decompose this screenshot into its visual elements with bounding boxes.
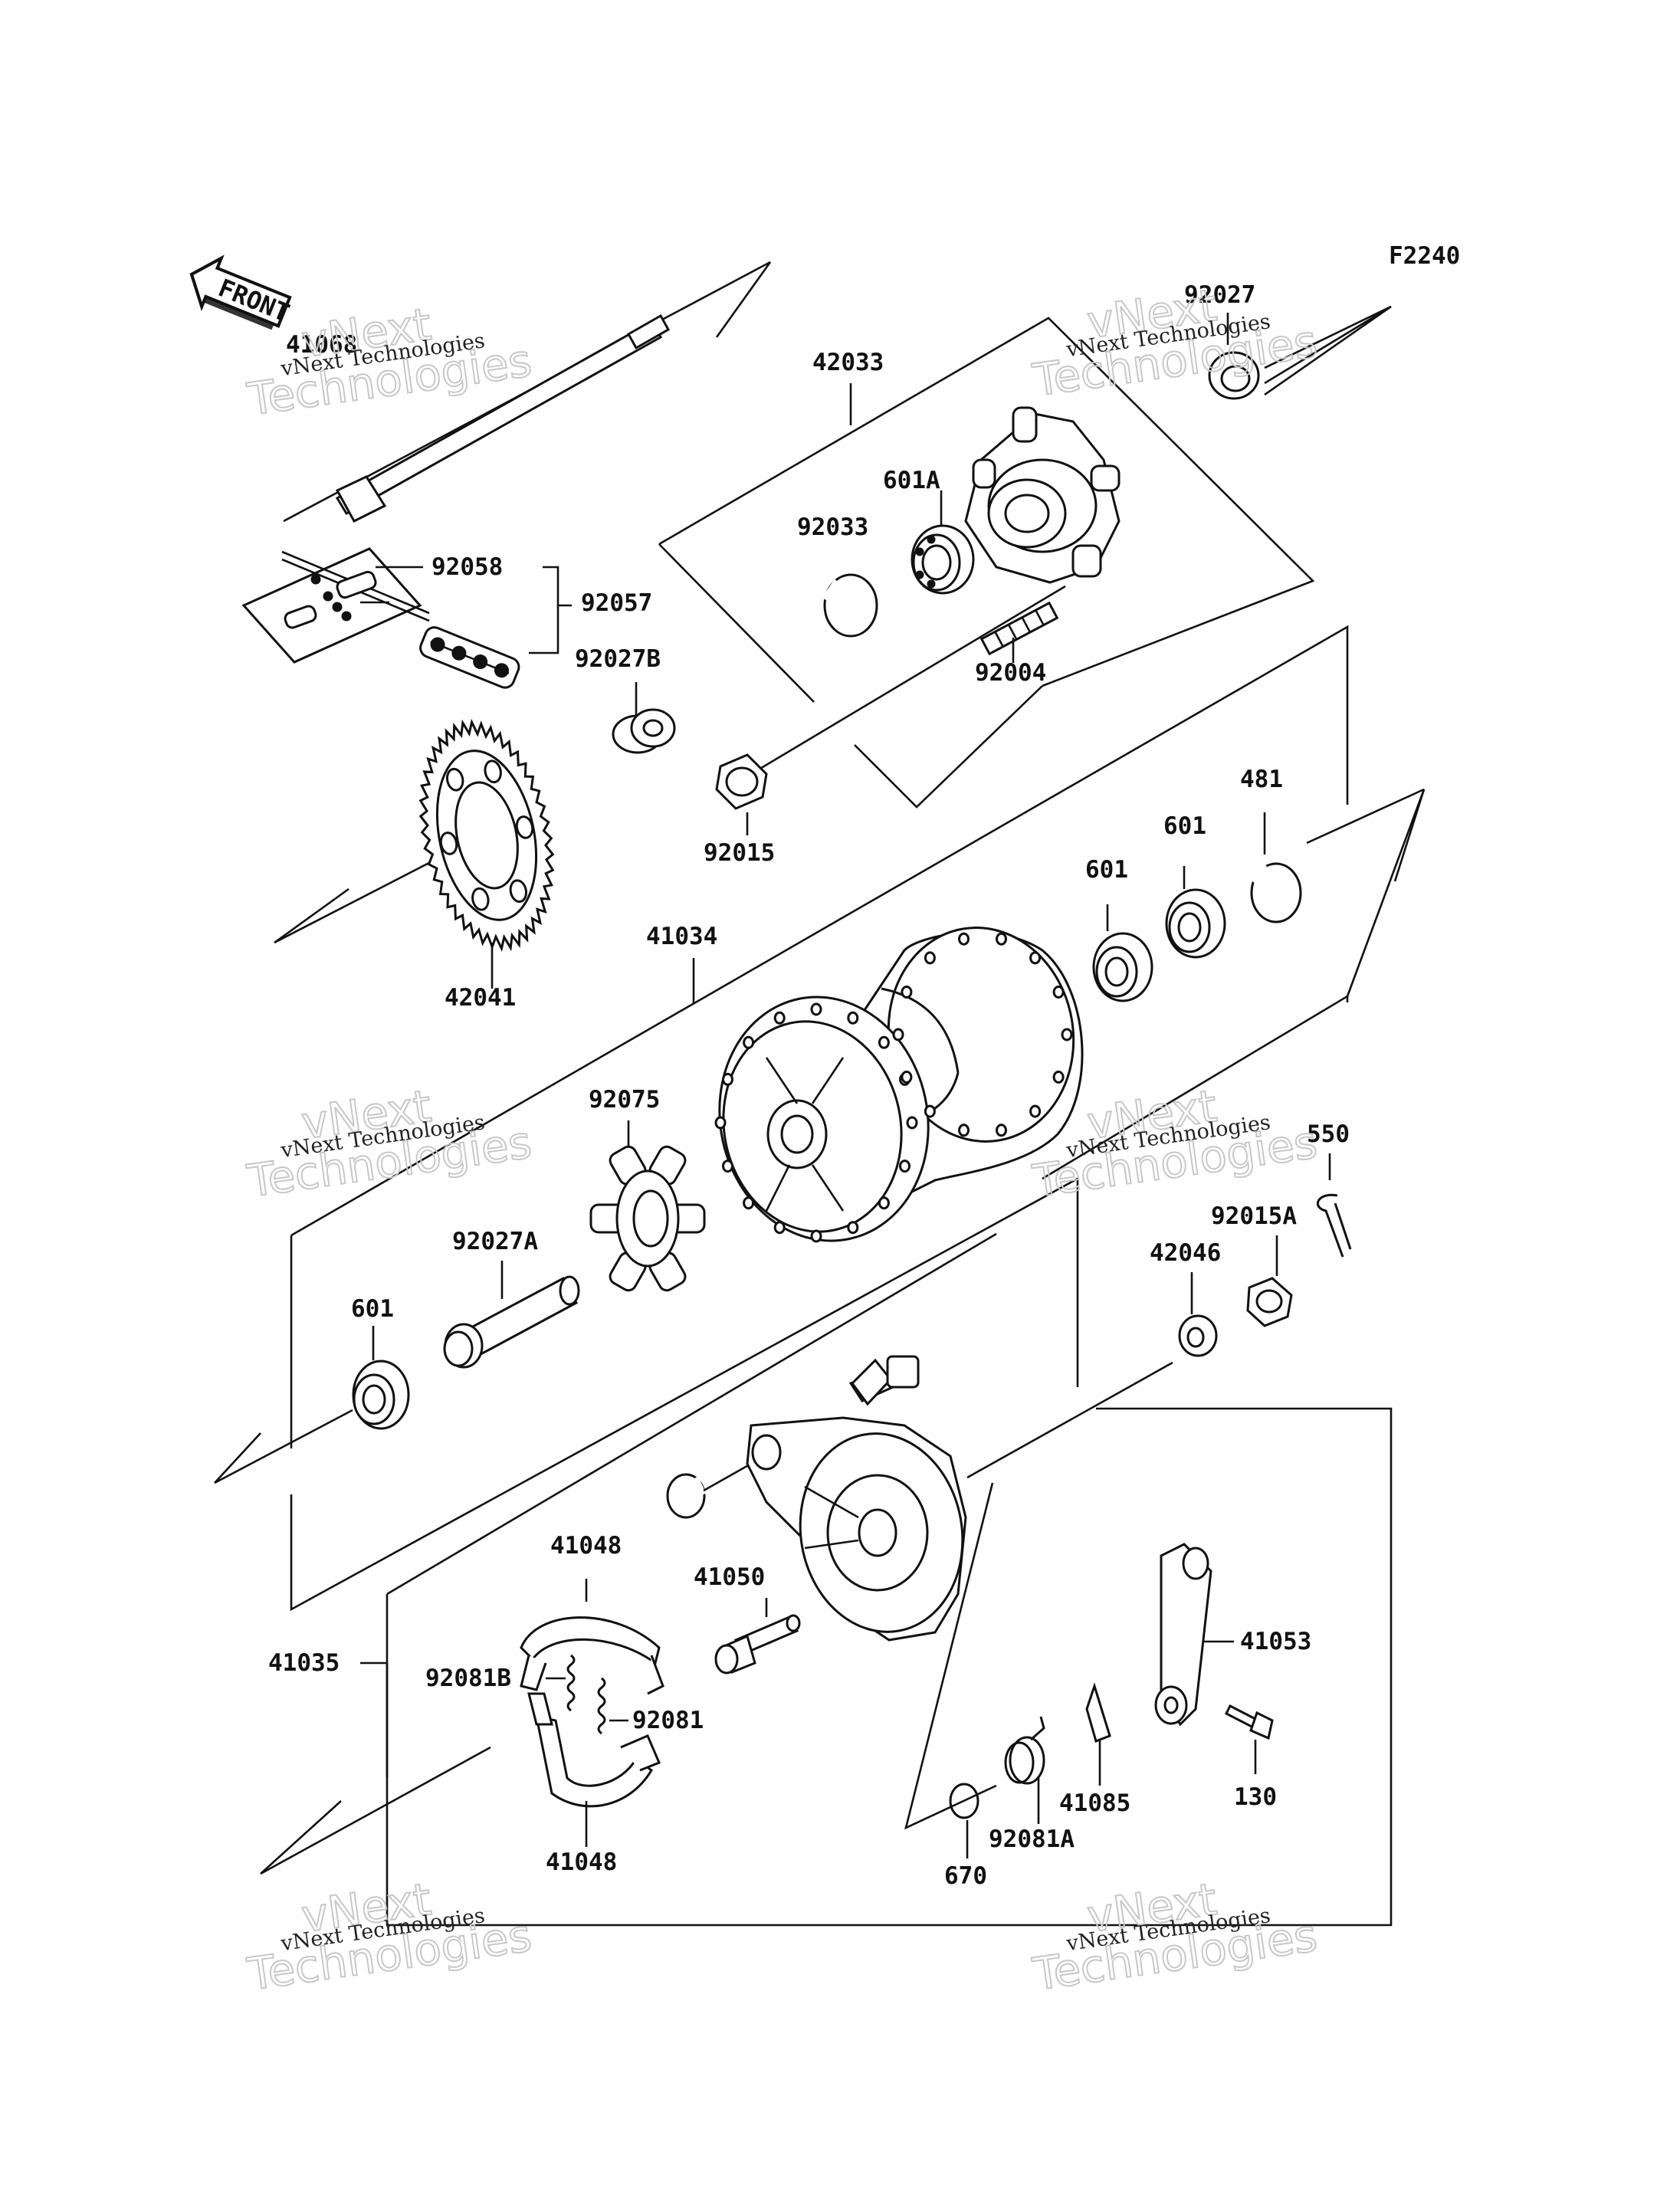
part-92015-nut — [715, 753, 768, 835]
label-42041: 42041 — [445, 984, 516, 1012]
label-601-c: 601 — [351, 1295, 394, 1323]
label-42046: 42046 — [1150, 1239, 1221, 1267]
label-92081a: 92081A — [989, 1825, 1075, 1853]
label-92033: 92033 — [797, 513, 868, 541]
label-601-a: 601 — [1163, 812, 1206, 840]
label-41048-lower: 41048 — [546, 1848, 617, 1876]
label-670: 670 — [944, 1862, 987, 1890]
part-92081a-return-spring — [1004, 1716, 1045, 1824]
part-42033-coupling-group — [658, 317, 1315, 809]
part-41068-axle — [283, 261, 772, 523]
part-41034-hub-frame — [290, 625, 1426, 1612]
label-601a: 601A — [883, 467, 940, 494]
part-41048-brake-shoe-upper — [520, 1579, 664, 1735]
part-42046-washer — [1178, 1272, 1218, 1357]
part-550-cotter-pin — [1316, 1153, 1352, 1258]
part-41034-hub-icon — [714, 927, 1084, 1243]
label-92015: 92015 — [704, 839, 775, 867]
part-481-circlip — [1249, 812, 1302, 923]
label-92075: 92075 — [589, 1086, 660, 1114]
part-41053-cam-lever — [1154, 1543, 1234, 1727]
label-41053: 41053 — [1240, 1628, 1311, 1655]
part-92075-damper — [589, 1120, 706, 1292]
label-92057: 92057 — [581, 589, 652, 617]
label-41048-upper: 41048 — [550, 1532, 622, 1560]
label-481: 481 — [1240, 766, 1283, 793]
label-41068: 41068 — [286, 331, 357, 359]
label-41085: 41085 — [1059, 1789, 1130, 1817]
label-92058: 92058 — [431, 553, 503, 581]
part-601-bearing-right-2 — [1092, 904, 1153, 1002]
part-92027b-collar — [612, 682, 676, 754]
part-41085-wear-indicator — [1085, 1682, 1111, 1786]
label-92027: 92027 — [1184, 281, 1255, 309]
part-number-labels: 41068 92058 92057 92027B 42041 42033 920… — [268, 281, 1350, 1890]
part-92027a-collar — [443, 1261, 580, 1369]
figure-code: F2240 — [1389, 242, 1460, 270]
part-601-bearing-right — [1165, 866, 1226, 959]
front-arrow-icon: FRONT — [189, 254, 294, 330]
label-41050: 41050 — [694, 1563, 765, 1591]
label-550: 550 — [1307, 1120, 1350, 1148]
part-601-bearing-left — [214, 1326, 410, 1484]
part-41048-brake-shoe-lower — [527, 1692, 661, 1847]
label-41034: 41034 — [646, 923, 717, 950]
label-92081: 92081 — [632, 1707, 704, 1734]
part-92057-chain — [241, 547, 572, 689]
label-41035: 41035 — [268, 1649, 340, 1677]
label-92015a: 92015A — [1211, 1202, 1297, 1230]
label-130: 130 — [1234, 1783, 1277, 1811]
label-92081b: 92081B — [425, 1665, 511, 1692]
label-42033: 42033 — [812, 349, 884, 376]
label-601-b: 601 — [1085, 856, 1128, 884]
coupling-housing-icon — [964, 406, 1121, 584]
part-41035-brake-group — [260, 1232, 1393, 1927]
part-42041-sprocket — [274, 718, 555, 989]
part-130-bolt — [1224, 1704, 1274, 1774]
part-670-o-ring — [949, 1783, 979, 1858]
label-92027b: 92027B — [575, 645, 661, 673]
label-92004: 92004 — [975, 659, 1046, 687]
part-92015a-castle-nut — [1246, 1235, 1293, 1327]
part-92027-nut — [1208, 305, 1392, 400]
label-92027a: 92027A — [452, 1228, 538, 1255]
